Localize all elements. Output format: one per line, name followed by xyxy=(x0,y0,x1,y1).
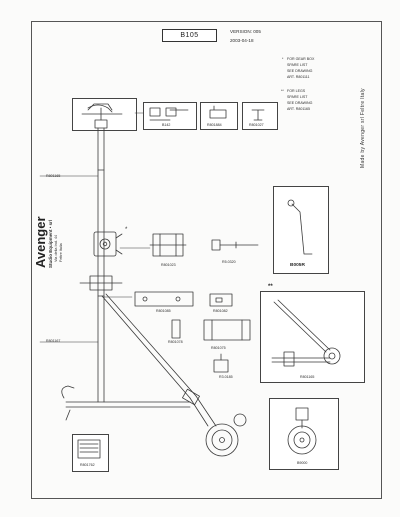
b9000-box xyxy=(269,398,339,470)
legs-note-line: SPARE LIST xyxy=(287,95,308,99)
label-r801165-right: R801165 xyxy=(300,375,315,379)
label-r801884: R801884 xyxy=(207,123,222,127)
marker-star-single: * xyxy=(125,227,128,233)
gearbox-note-line: ART. R801111 xyxy=(287,75,310,79)
label-r801762: R801762 xyxy=(80,463,95,467)
version-label: VERSION: 005 xyxy=(230,29,261,34)
b005r-box xyxy=(273,186,329,274)
legs-note-star: ** xyxy=(281,89,284,93)
legs-note-line: SEE DRAWING xyxy=(287,101,313,105)
label-r801027: R801027 xyxy=(249,123,264,127)
label-b9000: B9000 xyxy=(297,461,308,465)
marker-star-double: ** xyxy=(268,284,273,290)
label-b005r: B005R xyxy=(290,263,305,268)
sheet-code: B105 xyxy=(180,32,199,39)
sheet-code-box: B105 xyxy=(162,29,217,42)
label-r0185: R3.0185 xyxy=(219,375,233,379)
label-r801075: R801075 xyxy=(211,346,226,350)
legs-note-line: ART. R801165 xyxy=(287,107,311,111)
label-r801078: R801078 xyxy=(168,340,183,344)
drawing-frame xyxy=(31,21,382,499)
label-r801085: R801085 xyxy=(156,309,171,313)
legs-note-line: FOR LEGS xyxy=(287,89,306,93)
label-b142: B142 xyxy=(162,123,171,127)
gearbox-note-line: FOR GEAR BOX xyxy=(287,57,315,61)
gearbox-note-line: SEE DRAWING xyxy=(287,69,313,73)
r801027-box xyxy=(242,102,278,130)
gearbox-note-star: * xyxy=(282,57,284,61)
r801884-box xyxy=(200,102,238,130)
sheet-date: 2003-04-18 xyxy=(230,38,254,43)
label-r801082: R801082 xyxy=(213,309,228,313)
legs-box xyxy=(260,291,365,383)
gearbox-note-line: SPARE LIST xyxy=(287,63,308,67)
top-head-box xyxy=(72,98,137,131)
label-r0320: R5.0320 xyxy=(222,260,236,264)
label-r801023: R801023 xyxy=(161,263,176,267)
label-r801167: R801167 xyxy=(46,339,61,343)
